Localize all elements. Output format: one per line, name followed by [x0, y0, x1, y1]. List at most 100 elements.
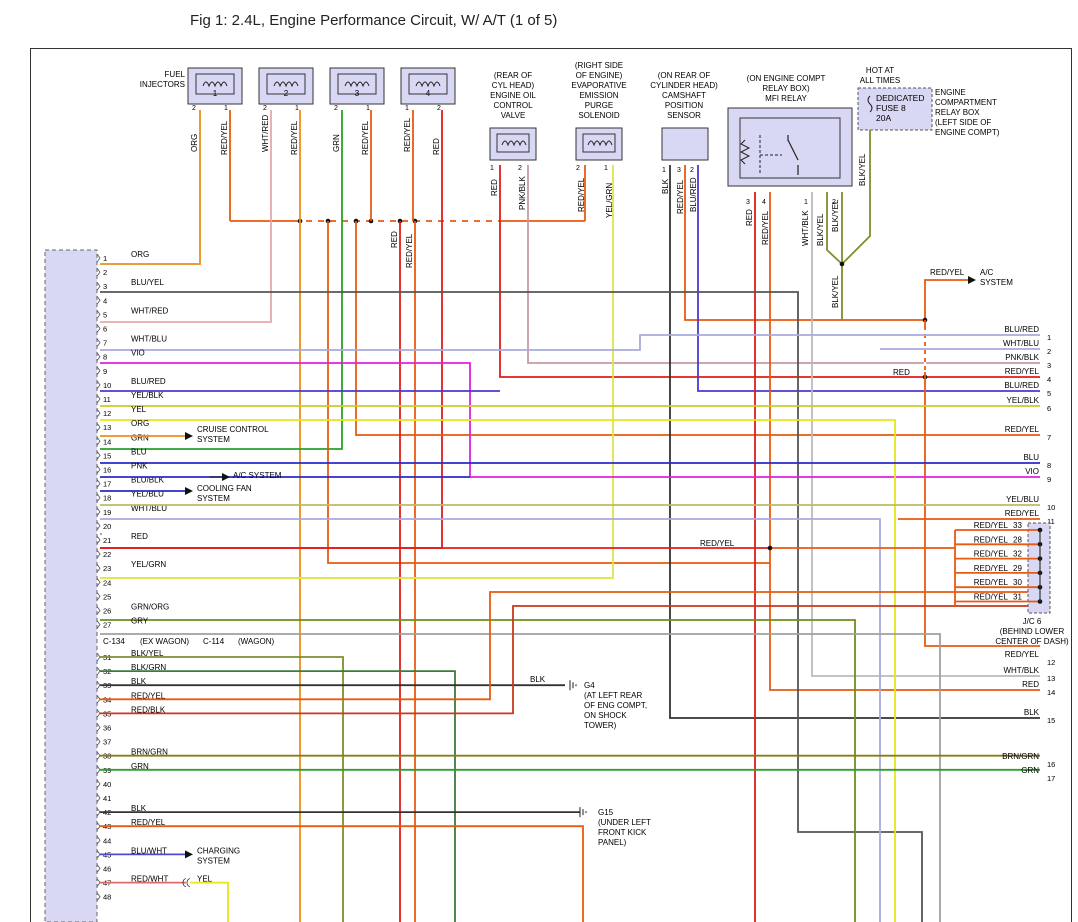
wire-label: RED/YEL: [220, 120, 229, 155]
ac-system-label: A/C: [980, 268, 994, 277]
connector-pin-number: 3: [103, 282, 107, 291]
connector-pin-number: 16: [103, 466, 111, 475]
output-wire-label: BLU/RED: [1004, 381, 1039, 390]
relay-box-label: (LEFT SIDE OF: [935, 118, 991, 127]
pin-chevron: [96, 751, 101, 760]
output-wire-label: YEL/BLK: [1007, 396, 1040, 405]
jc6-pin-number: 28: [1013, 535, 1022, 544]
pin-number: 2: [263, 105, 267, 112]
output-wire-label: WHT/BLK: [1003, 666, 1039, 675]
pin-number: 2: [832, 199, 836, 206]
pin-chevron: [96, 695, 101, 704]
wire-pin-12: [100, 419, 896, 922]
wire-label: GRN: [332, 134, 341, 152]
output-number: 15: [1047, 716, 1055, 725]
wire-label: WHT/BLK: [801, 210, 810, 246]
injector-coil-box: [337, 73, 377, 95]
output-number: 11: [1047, 517, 1055, 526]
output-number: 16: [1047, 760, 1055, 769]
injector-number: 1: [213, 89, 218, 98]
mfi-relay-label: MFI RELAY: [765, 94, 807, 103]
charging-system-label: SYSTEM: [197, 856, 230, 865]
wire-color-label: ORG: [131, 250, 149, 259]
oil-valve-label: (REAR OF: [494, 71, 532, 80]
purge-solenoid-label: PURGE: [585, 101, 613, 110]
coil-symbol: [273, 81, 299, 88]
wire-blkyel-relay: [826, 192, 843, 265]
relay-coil-symbol: [739, 139, 751, 165]
purge-solenoid-label: SOLENOID: [578, 111, 620, 120]
connector-pin-number: 26: [103, 607, 111, 616]
wire-label: RED: [490, 179, 499, 196]
pin-number: 1: [662, 167, 666, 174]
connector-pin-number: 8: [103, 353, 107, 362]
mfi-relay-label: RELAY BOX): [762, 84, 810, 93]
output-wire-label: RED/YEL: [1005, 367, 1040, 376]
cooling-fan-label: COOLING FAN: [197, 484, 252, 493]
wire-pin-35: [100, 605, 1040, 715]
output-wire-label: VIO: [1025, 467, 1039, 476]
output-wire-label: PNK/BLK: [1005, 353, 1039, 362]
injector-coil-box: [408, 73, 448, 95]
hot-at-all-times-label: ALL TIMES: [860, 76, 900, 85]
wire-label: PNK/BLK: [518, 176, 527, 210]
pin-number: 3: [746, 199, 750, 206]
hot-at-all-times-label: HOT AT: [866, 66, 894, 75]
connector-pin-number: 20: [103, 522, 111, 531]
output-number: 3: [1047, 361, 1051, 370]
output-wire-label: RED/YEL: [1005, 650, 1040, 659]
cruise-control-label: SYSTEM: [197, 435, 230, 444]
oil-valve-label: ENGINE OIL: [490, 91, 536, 100]
connector-pin-number: 21: [103, 536, 111, 545]
junction-connector-jc6: [1027, 522, 1051, 614]
wire-color-label: BLK: [131, 804, 147, 813]
wire-color-label: RED: [131, 532, 148, 541]
camshaft-position-sensor: [661, 127, 709, 161]
wire-color-label: ORG: [131, 419, 149, 428]
wire-color-label: RED/YEL: [131, 818, 166, 827]
pin-chevron: [96, 310, 101, 319]
wire-color-label: BLK: [131, 677, 147, 686]
jc6-wire-label: RED/YEL: [974, 578, 1009, 587]
fuel-injectors-label: INJECTORS: [140, 80, 185, 89]
ground-g4-label: TOWER): [584, 721, 617, 730]
ground-g15-label: (UNDER LEFT: [598, 818, 651, 827]
connector-pin-number: 5: [103, 310, 107, 319]
wire-label: RED/YEL: [761, 210, 770, 245]
jc6-pin-number: 29: [1013, 564, 1022, 573]
wire-whtred-injector2: [100, 110, 272, 323]
connector-pin-number: 46: [103, 865, 111, 874]
coil-symbol: [344, 81, 370, 88]
connector-pin-number: 22: [103, 550, 111, 559]
ground-g4-label: G4: [584, 681, 595, 690]
connector-pin-number: 44: [103, 836, 111, 845]
output-number: 10: [1047, 503, 1055, 512]
solenoid-coil-box: [582, 133, 616, 153]
connector-pin-number: 1: [103, 254, 107, 263]
wire-color-label: RED/YEL: [131, 691, 166, 700]
wire-label: BLK/YEL: [858, 153, 867, 186]
wire-color-label: BLU/WHT: [131, 846, 167, 855]
wire-color-label: GRY: [131, 617, 149, 626]
wire-pin-26: [100, 619, 856, 922]
pin-chevron: [96, 451, 101, 460]
output-wire-label: WHT/BLU: [1003, 339, 1039, 348]
coil-symbol: [415, 81, 441, 88]
wire-label: WHT/RED: [261, 114, 270, 152]
connector-pin-number: 24: [103, 578, 111, 587]
pin-chevron: [96, 422, 101, 432]
pin-number: 4: [762, 199, 766, 206]
cruise-control-label: CRUISE CONTROL: [197, 425, 269, 434]
mfi-relay: [727, 107, 853, 187]
wire-label: BLK/YEL: [831, 199, 840, 232]
coil-symbol: [202, 81, 228, 88]
connector-pin-number: 18: [103, 494, 111, 503]
pin-number: 2: [334, 105, 338, 112]
connector-pin-number: 9: [103, 367, 107, 376]
connector-pin-number: 19: [103, 508, 111, 517]
output-wire-label: RED/YEL: [1005, 425, 1040, 434]
pin-chevron: [96, 793, 101, 803]
connector-pin-number: 2: [103, 268, 107, 277]
wire-color-label: GRN: [131, 762, 149, 771]
